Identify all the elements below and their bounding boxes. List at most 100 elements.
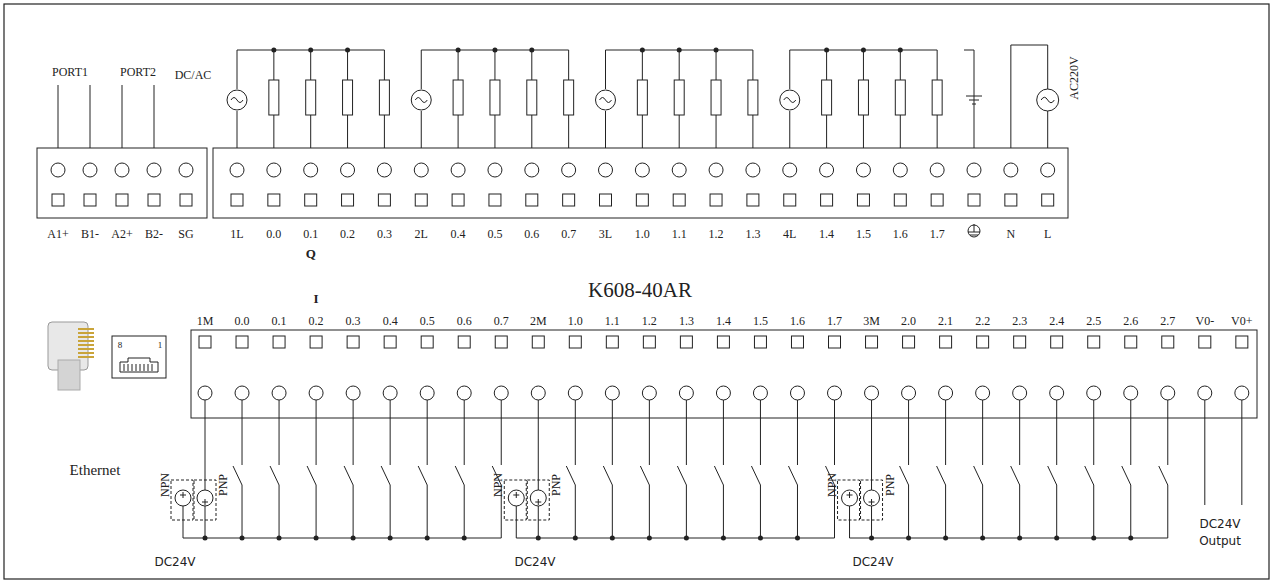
terminal-screw	[83, 163, 97, 177]
terminal-screw	[272, 386, 286, 400]
load-symbol	[453, 80, 463, 115]
terminal-label: 1.6	[790, 315, 805, 327]
wire	[384, 115, 385, 148]
load-symbol	[711, 80, 721, 115]
switch-symbol	[974, 466, 983, 485]
rj45-pin	[78, 336, 94, 338]
terminal-slot	[717, 336, 729, 348]
terminal-slot	[148, 194, 160, 206]
terminal-label: 1.4	[819, 228, 834, 240]
terminal-label: 1.5	[856, 228, 871, 240]
terminal-slot	[52, 194, 64, 206]
terminal-screw	[51, 163, 65, 177]
rj45-pin	[78, 348, 94, 350]
wire	[458, 115, 459, 148]
terminal-label: AC220V	[1068, 56, 1080, 99]
wire	[642, 115, 643, 148]
terminal-screw	[1087, 386, 1101, 400]
polarity	[538, 499, 539, 505]
wire	[501, 400, 502, 465]
terminal-screw	[235, 386, 249, 400]
wire	[863, 115, 864, 148]
wire	[723, 485, 724, 538]
wire	[752, 50, 753, 80]
terminal-label: 0.1	[272, 315, 287, 327]
terminal-slot	[384, 336, 396, 348]
wire	[310, 115, 311, 148]
terminal-slot	[310, 336, 322, 348]
terminal-label: 2.5	[1086, 315, 1101, 327]
source-symbol	[227, 90, 247, 110]
switch-symbol	[418, 466, 427, 485]
terminal-label: Ethernet	[70, 463, 121, 478]
terminal-screw	[1041, 163, 1055, 177]
wire	[789, 111, 790, 148]
wire	[723, 400, 724, 465]
source-symbol	[1041, 97, 1054, 103]
wire	[568, 50, 569, 80]
polarity	[513, 495, 519, 496]
rj45-pin	[124, 364, 125, 371]
terminal-block	[213, 148, 1068, 218]
wire	[760, 485, 761, 538]
switch-symbol	[714, 466, 723, 485]
rj45-pin	[144, 364, 145, 371]
wire	[752, 115, 753, 148]
terminal-label: 3M	[863, 315, 880, 327]
terminal-label: 2.0	[901, 315, 916, 327]
wire	[279, 400, 280, 465]
dc-source	[842, 490, 858, 506]
wire	[279, 485, 280, 538]
rj45-socket	[120, 358, 158, 372]
wire	[494, 115, 495, 148]
terminal-label: DC24V	[1199, 518, 1240, 530]
ground-mark	[970, 235, 978, 236]
wire	[531, 50, 532, 80]
wire	[273, 115, 274, 148]
wire	[826, 115, 827, 148]
junction-dot	[861, 48, 866, 53]
wire	[384, 50, 385, 80]
terminal-slot	[342, 194, 354, 206]
terminal-slot	[199, 336, 211, 348]
load-symbol	[527, 80, 537, 115]
wire	[1019, 485, 1020, 538]
terminal-label: 1.6	[893, 228, 908, 240]
junction-dot	[898, 48, 903, 53]
terminal-label: PORT2	[120, 66, 156, 78]
switch-symbol	[1122, 466, 1131, 485]
terminal-label: 2.3	[1012, 315, 1027, 327]
terminal-label: 0.2	[309, 315, 324, 327]
wire	[945, 400, 946, 465]
terminal-screw	[783, 163, 797, 177]
terminal-label: 0.1	[303, 228, 318, 240]
terminal-screw	[304, 163, 318, 177]
terminal-label: 1.7	[930, 228, 945, 240]
terminal-slot	[606, 336, 618, 348]
wire	[612, 400, 613, 465]
load-symbol	[895, 80, 905, 115]
switch-symbol	[788, 466, 797, 485]
source-symbol	[411, 90, 431, 110]
wire	[1093, 485, 1094, 538]
wire	[797, 485, 798, 538]
terminal-label: 1L	[230, 228, 243, 240]
terminal-slot	[784, 194, 796, 206]
terminal-label: 0.0	[235, 315, 250, 327]
junction-dot	[529, 48, 534, 53]
terminal-slot	[180, 194, 192, 206]
wire	[464, 485, 465, 538]
frame	[4, 4, 1269, 579]
wire	[90, 85, 91, 148]
terminal-label: Q	[306, 247, 316, 260]
rj45-pin	[78, 328, 94, 330]
junction-dot	[795, 536, 800, 541]
junction-dot	[203, 536, 208, 541]
load-symbol	[564, 80, 574, 115]
terminal-label: 3L	[599, 228, 612, 240]
wire	[273, 50, 274, 80]
terminal-label: 2.6	[1123, 315, 1138, 327]
terminal-label: V0+	[1231, 315, 1252, 327]
npn-dashed	[171, 480, 193, 520]
terminal-slot	[1051, 336, 1063, 348]
